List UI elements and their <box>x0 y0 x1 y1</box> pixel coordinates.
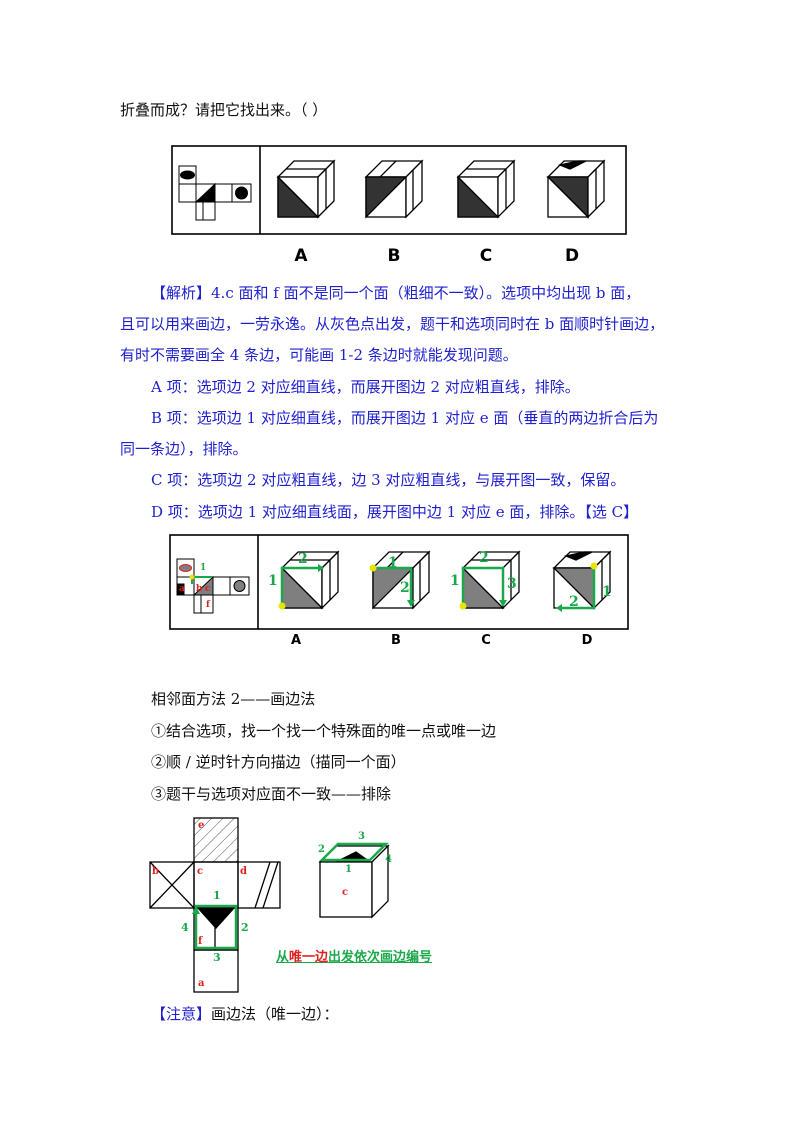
figure-1-drawing <box>171 145 627 235</box>
figure-3-net-edge-1: 1 <box>213 889 221 902</box>
note-text: 画边法（唯一边）： <box>211 1005 339 1023</box>
figure-1-label-b: B <box>387 246 401 266</box>
note-tag: 【注意】 <box>151 1005 212 1023</box>
figure-3-net-label-e: e <box>198 820 205 831</box>
figure-2-a-edge-1: 1 <box>268 573 278 589</box>
figure-2-net-label-b: b <box>196 584 203 594</box>
figure-2-label-c: C <box>481 633 491 648</box>
analysis-line-2: 且可以用来画边，一劳永逸。从灰色点出发，题干和选项同时在 b 面顺时针画边， <box>120 315 665 333</box>
figure-1-label-c: C <box>479 246 493 266</box>
analysis-option-b-1: B 项：选项边 1 对应细直线，而展开图边 1 对应 e 面（垂直的两边折合后为 <box>151 409 659 427</box>
figure-1-label-d: D <box>564 246 580 266</box>
figure-3-cube-edge-3: 3 <box>358 831 365 842</box>
figure-2-net-label-a: a <box>179 584 185 594</box>
analysis-option-a: A 项：选项边 2 对应细直线，而展开图边 2 对应粗直线，排除。 <box>151 378 580 396</box>
figure-3-caption-part-2: 唯一边 <box>289 950 329 965</box>
figure-3-net-label-b: b <box>152 866 159 877</box>
figure-3-cube-edge-1: 1 <box>345 864 352 875</box>
method-step-2: ②顺 / 逆时针方向描边（描同一个面） <box>151 753 406 771</box>
figure-3-net-label-f: f <box>198 936 203 947</box>
figure-2-label-a: A <box>290 633 302 648</box>
figure-1-label-a: A <box>294 246 308 266</box>
figure-2-label-b: B <box>391 633 401 648</box>
figure-2-drawing <box>169 534 629 630</box>
figure-3-net-edge-4: 4 <box>181 921 189 934</box>
figure-3-net-edge-2: 2 <box>241 921 249 934</box>
figure-3-caption-part-3: 出发依次画边编号 <box>328 950 433 965</box>
figure-3-net-edge-3: 3 <box>213 951 221 964</box>
method-title: 相邻面方法 2——画边法 <box>151 690 316 708</box>
note-line: 【注意】画边法（唯一边）： <box>151 1004 339 1024</box>
figure-3-net-label-c: c <box>197 866 204 877</box>
analysis-option-d: D 项：选项边 1 对应细直线面，展开图中边 1 对应 e 面，排除。【选 C】 <box>151 503 639 521</box>
figure-3-caption: 从唯一边出发依次画边编号 <box>276 946 432 965</box>
figure-2-b-edge-1: 1 <box>388 555 398 571</box>
figure-2-c-edge-1: 1 <box>450 573 460 589</box>
figure-2-d-edge-2: 2 <box>569 594 579 610</box>
analysis-line-1: 【解析】4.c 面和 f 面不是同一个面（粗细不一致）。选项中均出现 b 面， <box>151 283 640 303</box>
analysis-option-c: C 项：选项边 2 对应粗直线，边 3 对应粗直线，与展开图一致，保留。 <box>151 471 626 489</box>
figure-2-c-edge-2: 2 <box>479 550 489 566</box>
analysis-tag: 【解析】 <box>151 284 212 302</box>
method-step-3: ③题干与选项对应面不一致——排除 <box>151 785 392 803</box>
figure-3-net-label-d: d <box>240 866 247 877</box>
analysis-option-b-2: 同一条边），排除。 <box>120 440 248 458</box>
figure-2-c-edge-3: 3 <box>507 576 517 592</box>
figure-2-a-edge-2: 2 <box>298 551 308 567</box>
figure-3-cube-edge-2: 2 <box>318 844 325 855</box>
figure-2-net-label-f: f <box>206 600 210 610</box>
figure-3-caption-part-1: 从 <box>276 950 290 965</box>
question-tail: 折叠而成？请把它找出来。（ ） <box>120 101 328 119</box>
figure-2-net-edge-1: 1 <box>200 563 207 573</box>
figure-3-cube-edge-4: 4 <box>385 854 392 865</box>
figure-3-cube-label-c: c <box>342 887 349 898</box>
analysis-line-3: 有时不需要画全 4 条边，可能画 1-2 条边时就能发现问题。 <box>120 346 518 364</box>
analysis-text-1: 4.c 面和 f 面不是同一个面（粗细不一致）。选项中均出现 b 面， <box>211 284 641 302</box>
figure-2-net-label-c: c <box>205 584 211 594</box>
figure-2-d-edge-1: 1 <box>602 584 612 600</box>
figure-3-net-label-a: a <box>198 978 205 989</box>
figure-2-label-d: D <box>581 633 593 648</box>
figure-2-b-edge-2: 2 <box>400 580 410 596</box>
method-step-1: ①结合选项，找一个找一个特殊面的唯一点或唯一边 <box>151 722 497 740</box>
